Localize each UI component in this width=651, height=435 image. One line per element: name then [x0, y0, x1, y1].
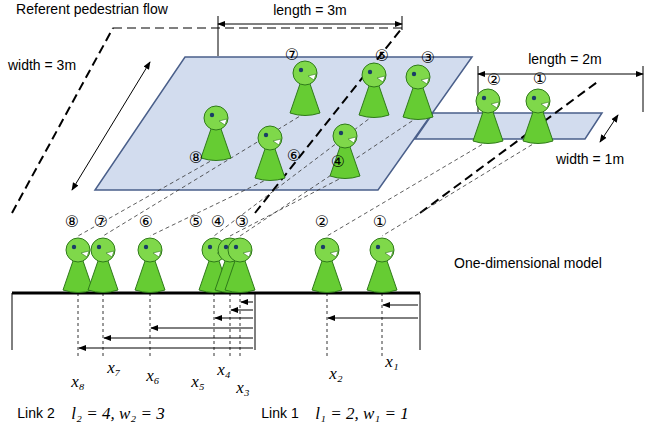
link1-area [415, 113, 602, 139]
projection-line [78, 158, 216, 236]
position-drop-line [382, 293, 383, 356]
pedestrian [359, 63, 389, 118]
pedestrian [88, 238, 118, 293]
link-boundary [255, 293, 256, 350]
position-arrow [241, 302, 253, 303]
dimension-tick [218, 16, 219, 56]
position-arrow [231, 310, 253, 311]
position-drop-line [103, 293, 104, 356]
dimension-arrow [218, 24, 402, 25]
dimension-arrow [600, 115, 618, 142]
lane-boundary [12, 28, 113, 213]
link-label: Link 2 [17, 406, 54, 421]
dimension-label: width = 3m [8, 58, 76, 73]
position-label: x₇ [107, 359, 120, 378]
callout-number: ④ [331, 153, 345, 171]
callout-number: ③ [235, 213, 249, 231]
pedestrian [367, 238, 397, 293]
callout-number: ① [373, 213, 387, 231]
pedestrian [63, 238, 93, 293]
position-label: x₈ [71, 373, 84, 392]
link-label: Link 1 [261, 406, 298, 421]
position-arrow [328, 318, 418, 319]
link-boundary [420, 293, 421, 350]
position-arrow [151, 328, 253, 329]
callout-number: ⑥ [139, 213, 153, 231]
dimension-arrow [478, 74, 643, 75]
callout-number: ⑤ [189, 213, 203, 231]
projection-line [230, 176, 345, 236]
dimension-label: length = 3m [273, 3, 347, 18]
position-drop-line [240, 293, 241, 356]
callout-number: ⑥ [287, 147, 301, 165]
position-label: x₃ [236, 379, 249, 398]
dimension-tick [402, 16, 403, 30]
pedestrian [225, 238, 255, 293]
projection-line [103, 113, 305, 236]
callout-number: ② [315, 213, 329, 231]
link-label: l₂ = 4, w₂ = 3 [71, 405, 164, 424]
link-boundary [12, 293, 13, 350]
pedestrian [330, 124, 360, 179]
lane-boundary [255, 28, 402, 213]
dimension-label: width = 1m [556, 152, 624, 167]
position-arrow [383, 305, 418, 306]
position-label: x₂ [329, 365, 342, 384]
link2-area [95, 57, 472, 190]
dimension-arrow [72, 62, 150, 190]
callout-number: ⑦ [94, 213, 108, 231]
position-arrow [104, 338, 253, 339]
pedestrian [255, 126, 285, 181]
model-label: One-dimensional model [454, 256, 602, 271]
position-arrow [215, 318, 253, 319]
projection-line [382, 141, 538, 236]
callout-number: ⑧ [189, 149, 203, 167]
projection-line [327, 141, 488, 236]
dimension-tick [643, 66, 644, 112]
position-arrow [79, 348, 253, 349]
lane-boundary [113, 28, 402, 29]
callout-number: ③ [421, 49, 435, 67]
position-label: x₄ [217, 361, 230, 380]
position-drop-line [327, 293, 328, 356]
pedestrian [523, 89, 553, 144]
callout-number: ② [487, 71, 501, 89]
projection-line [150, 178, 270, 236]
position-label: x₁ [385, 353, 398, 372]
position-drop-line [230, 293, 231, 356]
projection-line [214, 115, 374, 236]
callout-number: ⑦ [285, 46, 299, 64]
callout-number: ⑧ [65, 213, 79, 231]
callout-number: ① [533, 70, 547, 88]
pedestrian [135, 238, 165, 293]
callout-number: ⑤ [375, 47, 389, 65]
pedestrian [312, 238, 342, 293]
pedestrian [473, 89, 503, 144]
title-label: Referent pedestrian flow [16, 2, 168, 17]
position-drop-line [214, 293, 215, 356]
link-label: l₁ = 2, w₁ = 1 [315, 405, 408, 424]
pedestrian [201, 106, 231, 161]
position-label: x₆ [146, 367, 159, 386]
position-label: x₅ [191, 373, 204, 392]
position-drop-line [78, 293, 79, 356]
position-drop-line [150, 293, 151, 356]
projection-line [240, 117, 418, 236]
callout-number: ④ [211, 213, 225, 231]
dimension-label: length = 2m [528, 52, 602, 67]
lane-boundary [420, 80, 600, 213]
pedestrian [290, 61, 320, 116]
pedestrian [403, 65, 433, 120]
